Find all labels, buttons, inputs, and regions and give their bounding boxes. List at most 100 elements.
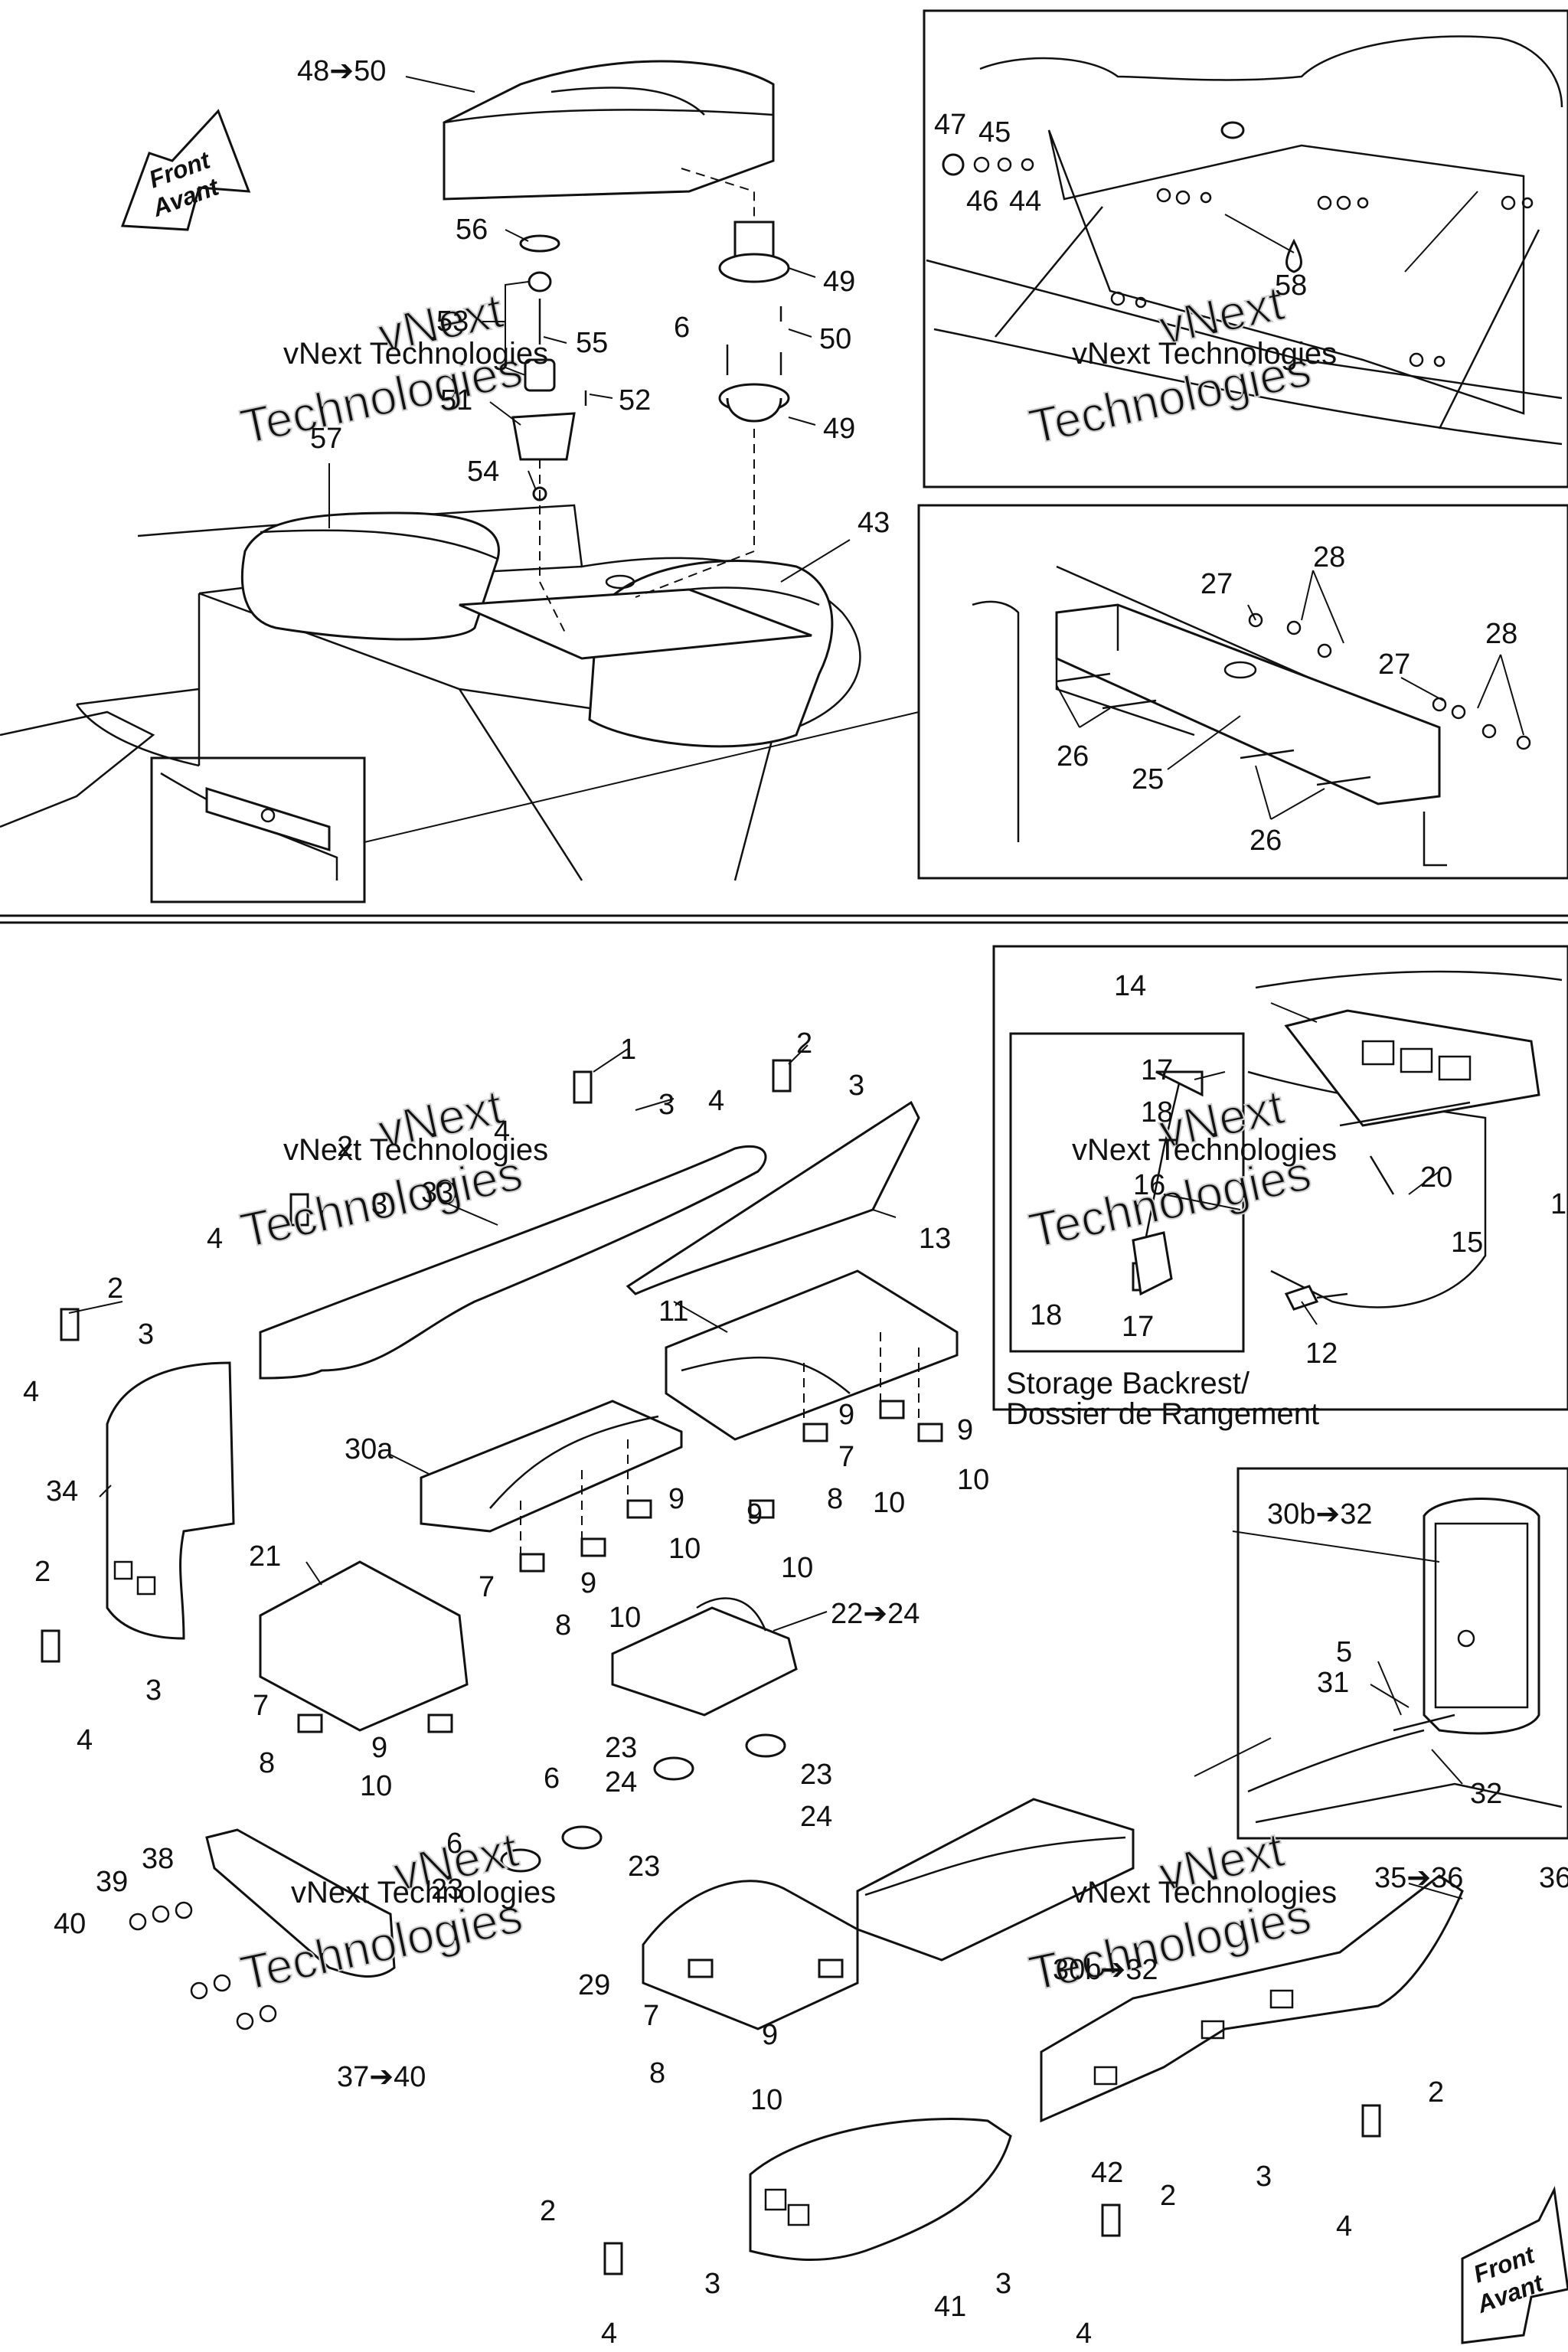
seat-cushion-30a (420, 1400, 683, 1533)
inset-frame-bracket (917, 504, 1568, 880)
watermark-4-line-3: vNext Technologies (1072, 1133, 1337, 1167)
callout-41: 41 (934, 2291, 966, 2323)
callout-21: 21 (249, 1540, 281, 1573)
watermark-6-line-3: vNext Technologies (1072, 1876, 1337, 1909)
armrest-37-40 (129, 1828, 396, 2030)
callout-16: 16 (1133, 1169, 1165, 1201)
gas-strut-16 (1132, 1070, 1204, 1296)
side-panel-34 (106, 1361, 235, 1640)
watermark-4: vNext Technologies vNext Technologies (1024, 1078, 1337, 1259)
callout-33: 33 (421, 1177, 453, 1209)
callout-44: 44 (1009, 185, 1041, 217)
callout-34: 34 (46, 1475, 78, 1508)
clip-fasteners (41, 1059, 1381, 2275)
callout-1-storage: 1 (1550, 1188, 1566, 1220)
callout-2-mid-left: 2 (34, 1556, 51, 1588)
callout-20: 20 (1420, 1161, 1452, 1194)
callout-26-left: 26 (1057, 740, 1089, 773)
watermark-1-line-3: vNext Technologies (283, 337, 548, 371)
front-arrow-bottom: Front Avant (1461, 2186, 1568, 2344)
callout-2-bottom-center: 2 (1160, 2180, 1176, 2212)
callout-58: 58 (1275, 270, 1307, 302)
callout-14: 14 (1114, 970, 1146, 1002)
seat-cushion-11 (665, 1269, 959, 1441)
hardware-cluster-58 (1110, 188, 1534, 368)
callout-32: 32 (1470, 1778, 1502, 1810)
callout-10-g: 10 (750, 2084, 782, 2116)
callout-18-upper: 18 (1141, 1096, 1173, 1129)
callout-53: 53 (436, 305, 469, 338)
callout-2-far-left: 2 (107, 1272, 123, 1305)
callout-4-bottom-left: 4 (601, 2318, 617, 2350)
callout-46: 46 (966, 185, 998, 217)
callout-3-top-right: 3 (848, 1070, 864, 1102)
callout-4-top-center: 4 (494, 1116, 510, 1148)
storage-compartment (1247, 970, 1563, 1308)
callout-23-c: 23 (628, 1851, 660, 1883)
dashed-assembly-lines (539, 168, 755, 636)
cup-holder-lower (718, 383, 790, 423)
callout-9-f: 9 (371, 1732, 387, 1764)
callout-2-top: 2 (796, 1027, 812, 1060)
dashed-lines-bottom (520, 1332, 920, 1554)
callout-5: 5 (1336, 1636, 1352, 1668)
callout-4-far-left: 4 (23, 1376, 39, 1408)
callout-11: 11 (658, 1295, 688, 1328)
callout-49-lower: 49 (823, 413, 855, 445)
callout-23-b: 23 (800, 1759, 832, 1791)
callout-12: 12 (1305, 1338, 1338, 1370)
callout-18-lower: 18 (1030, 1299, 1062, 1331)
callout-3-far-left: 3 (138, 1318, 154, 1351)
callout-7-d: 7 (643, 2000, 659, 2032)
inset-frame-backrest (1236, 1467, 1568, 1840)
front-arrow-top: Front Avant (120, 109, 251, 231)
watermark-5-line-3: vNext Technologies (291, 1876, 556, 1909)
callout-37-40: 37➔40 (337, 2061, 426, 2093)
callout-17-upper: 17 (1141, 1054, 1173, 1086)
callout-9-g: 9 (762, 2019, 778, 2051)
callout-7-c: 7 (253, 1690, 269, 1722)
callout-28-left: 28 (1313, 541, 1345, 573)
callout-13: 13 (919, 1223, 951, 1255)
screws-upper (584, 306, 782, 406)
cushion-48-50 (443, 60, 775, 201)
callout-30a: 30a (345, 1433, 394, 1465)
callout-9-c: 9 (668, 1483, 684, 1515)
callout-3-top-center: 3 (658, 1089, 675, 1121)
callout-27-right: 27 (1378, 648, 1410, 681)
seat-cushion-57 (240, 511, 500, 641)
callout-9-e: 9 (580, 1567, 596, 1599)
watermark-2: vNext Technologies vNext Technologies (1024, 274, 1337, 455)
callout-leaders (68, 76, 1524, 1900)
callout-36: 36 (1539, 1862, 1568, 1894)
callout-10-f: 10 (360, 1770, 392, 1802)
inset-frame-strut (1009, 1032, 1245, 1353)
callout-4-lower-right: 4 (1336, 2210, 1352, 2243)
callout-7-b: 7 (479, 1571, 495, 1603)
callout-10-b: 10 (957, 1464, 989, 1496)
bracket-fasteners (1056, 612, 1531, 786)
backrest-30b-32 (1247, 1498, 1563, 1824)
backrest-33 (259, 1145, 767, 1380)
callout-4-bottom-center: 4 (1076, 2318, 1092, 2350)
callout-7-a: 7 (838, 1441, 854, 1473)
callout-9-d: 9 (746, 1498, 763, 1530)
callout-8-d: 8 (649, 2057, 665, 2089)
callout-55: 55 (576, 327, 608, 359)
cup-holder-upper (718, 220, 790, 283)
seat-cushion-29 (642, 1880, 859, 2030)
callout-2-top-left: 2 (337, 1131, 353, 1163)
callout-49-upper: 49 (823, 266, 855, 298)
pivot-stack-53 (511, 234, 576, 501)
callout-10-a: 10 (873, 1487, 905, 1519)
callout-45: 45 (978, 116, 1011, 149)
callout-17-lower: 17 (1122, 1311, 1154, 1343)
inset-bracket-detail (160, 772, 338, 880)
callout-31: 31 (1317, 1667, 1349, 1699)
callout-24-b: 24 (800, 1801, 832, 1833)
bracket-blocks (297, 1400, 943, 1978)
seat-cushion-30b-32 (856, 1798, 1135, 1962)
backrest-leader (1194, 1737, 1272, 1777)
callout-6-lower-b: 6 (446, 1828, 462, 1860)
